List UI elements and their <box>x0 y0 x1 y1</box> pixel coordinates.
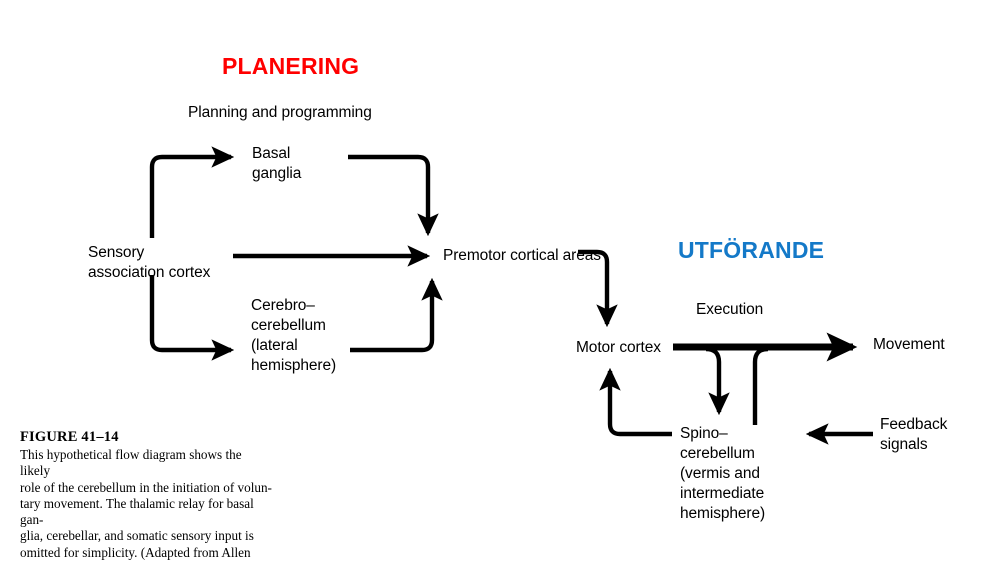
figure-caption-body: This hypothetical flow diagram shows the… <box>20 447 272 562</box>
node-basal-ganglia: Basal ganglia <box>252 145 302 182</box>
node-sensory-association-cortex: Sensory association cortex <box>88 244 211 281</box>
edge-spino-cerebellum-to-motor-cortex <box>599 367 672 437</box>
section-heading-planering: PLANERING <box>222 53 360 79</box>
node-movement: Movement <box>873 336 945 353</box>
node-premotor-cortical-areas: Premotor cortical areas <box>443 247 601 264</box>
node-feedback-signals: Feedback signals <box>880 416 948 453</box>
edge-sensory-to-basal-ganglia <box>149 146 235 238</box>
figure-caption: FIGURE 41–14 This hypothetical flow diag… <box>20 429 272 562</box>
label-planning-and-programming: Planning and programming <box>188 104 372 121</box>
figure-caption-title: FIGURE 41–14 <box>20 429 119 445</box>
node-motor-cortex: Motor cortex <box>576 339 661 356</box>
edge-premotor-to-motor-cortex <box>578 249 618 328</box>
edge-motor-cortex-to-spino-cerebellum <box>705 346 730 416</box>
edge-spino-cerebellum-to-movement-path <box>752 346 769 425</box>
label-execution: Execution <box>696 301 764 318</box>
node-cerebro-cerebellum: Cerebro– cerebellum (lateral hemisphere) <box>251 297 337 374</box>
edge-sensory-to-cerebro-cerebellum <box>149 275 235 361</box>
node-spino-cerebellum: Spino– cerebellum (vermis and intermedia… <box>680 425 766 522</box>
edge-cerebro-cerebellum-to-premotor <box>350 277 443 353</box>
section-heading-utforande: UTFÖRANDE <box>678 237 825 263</box>
edge-basal-ganglia-to-premotor <box>348 154 439 237</box>
